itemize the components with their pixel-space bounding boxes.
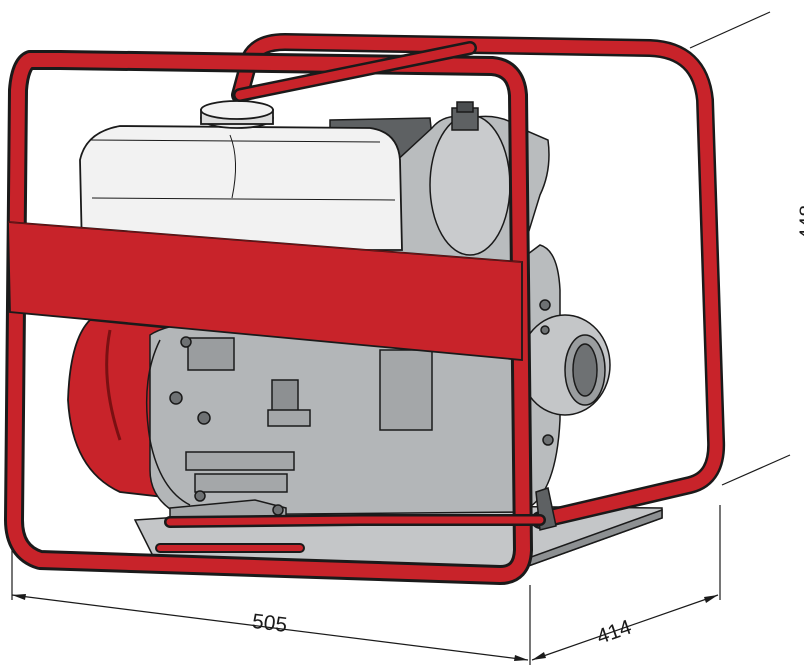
width-dimension-label: 505 [251,610,289,637]
front-frame [4,41,546,585]
dimension-lines [11,11,791,665]
frame-band [7,221,523,361]
rear-frame [231,33,726,529]
depth-dimension-label: 414 [594,616,635,649]
height-dimension-label: 448 [796,205,804,240]
fuel-tank [79,100,403,251]
engine-crankcase [145,319,557,531]
arrow-heads [12,594,718,661]
